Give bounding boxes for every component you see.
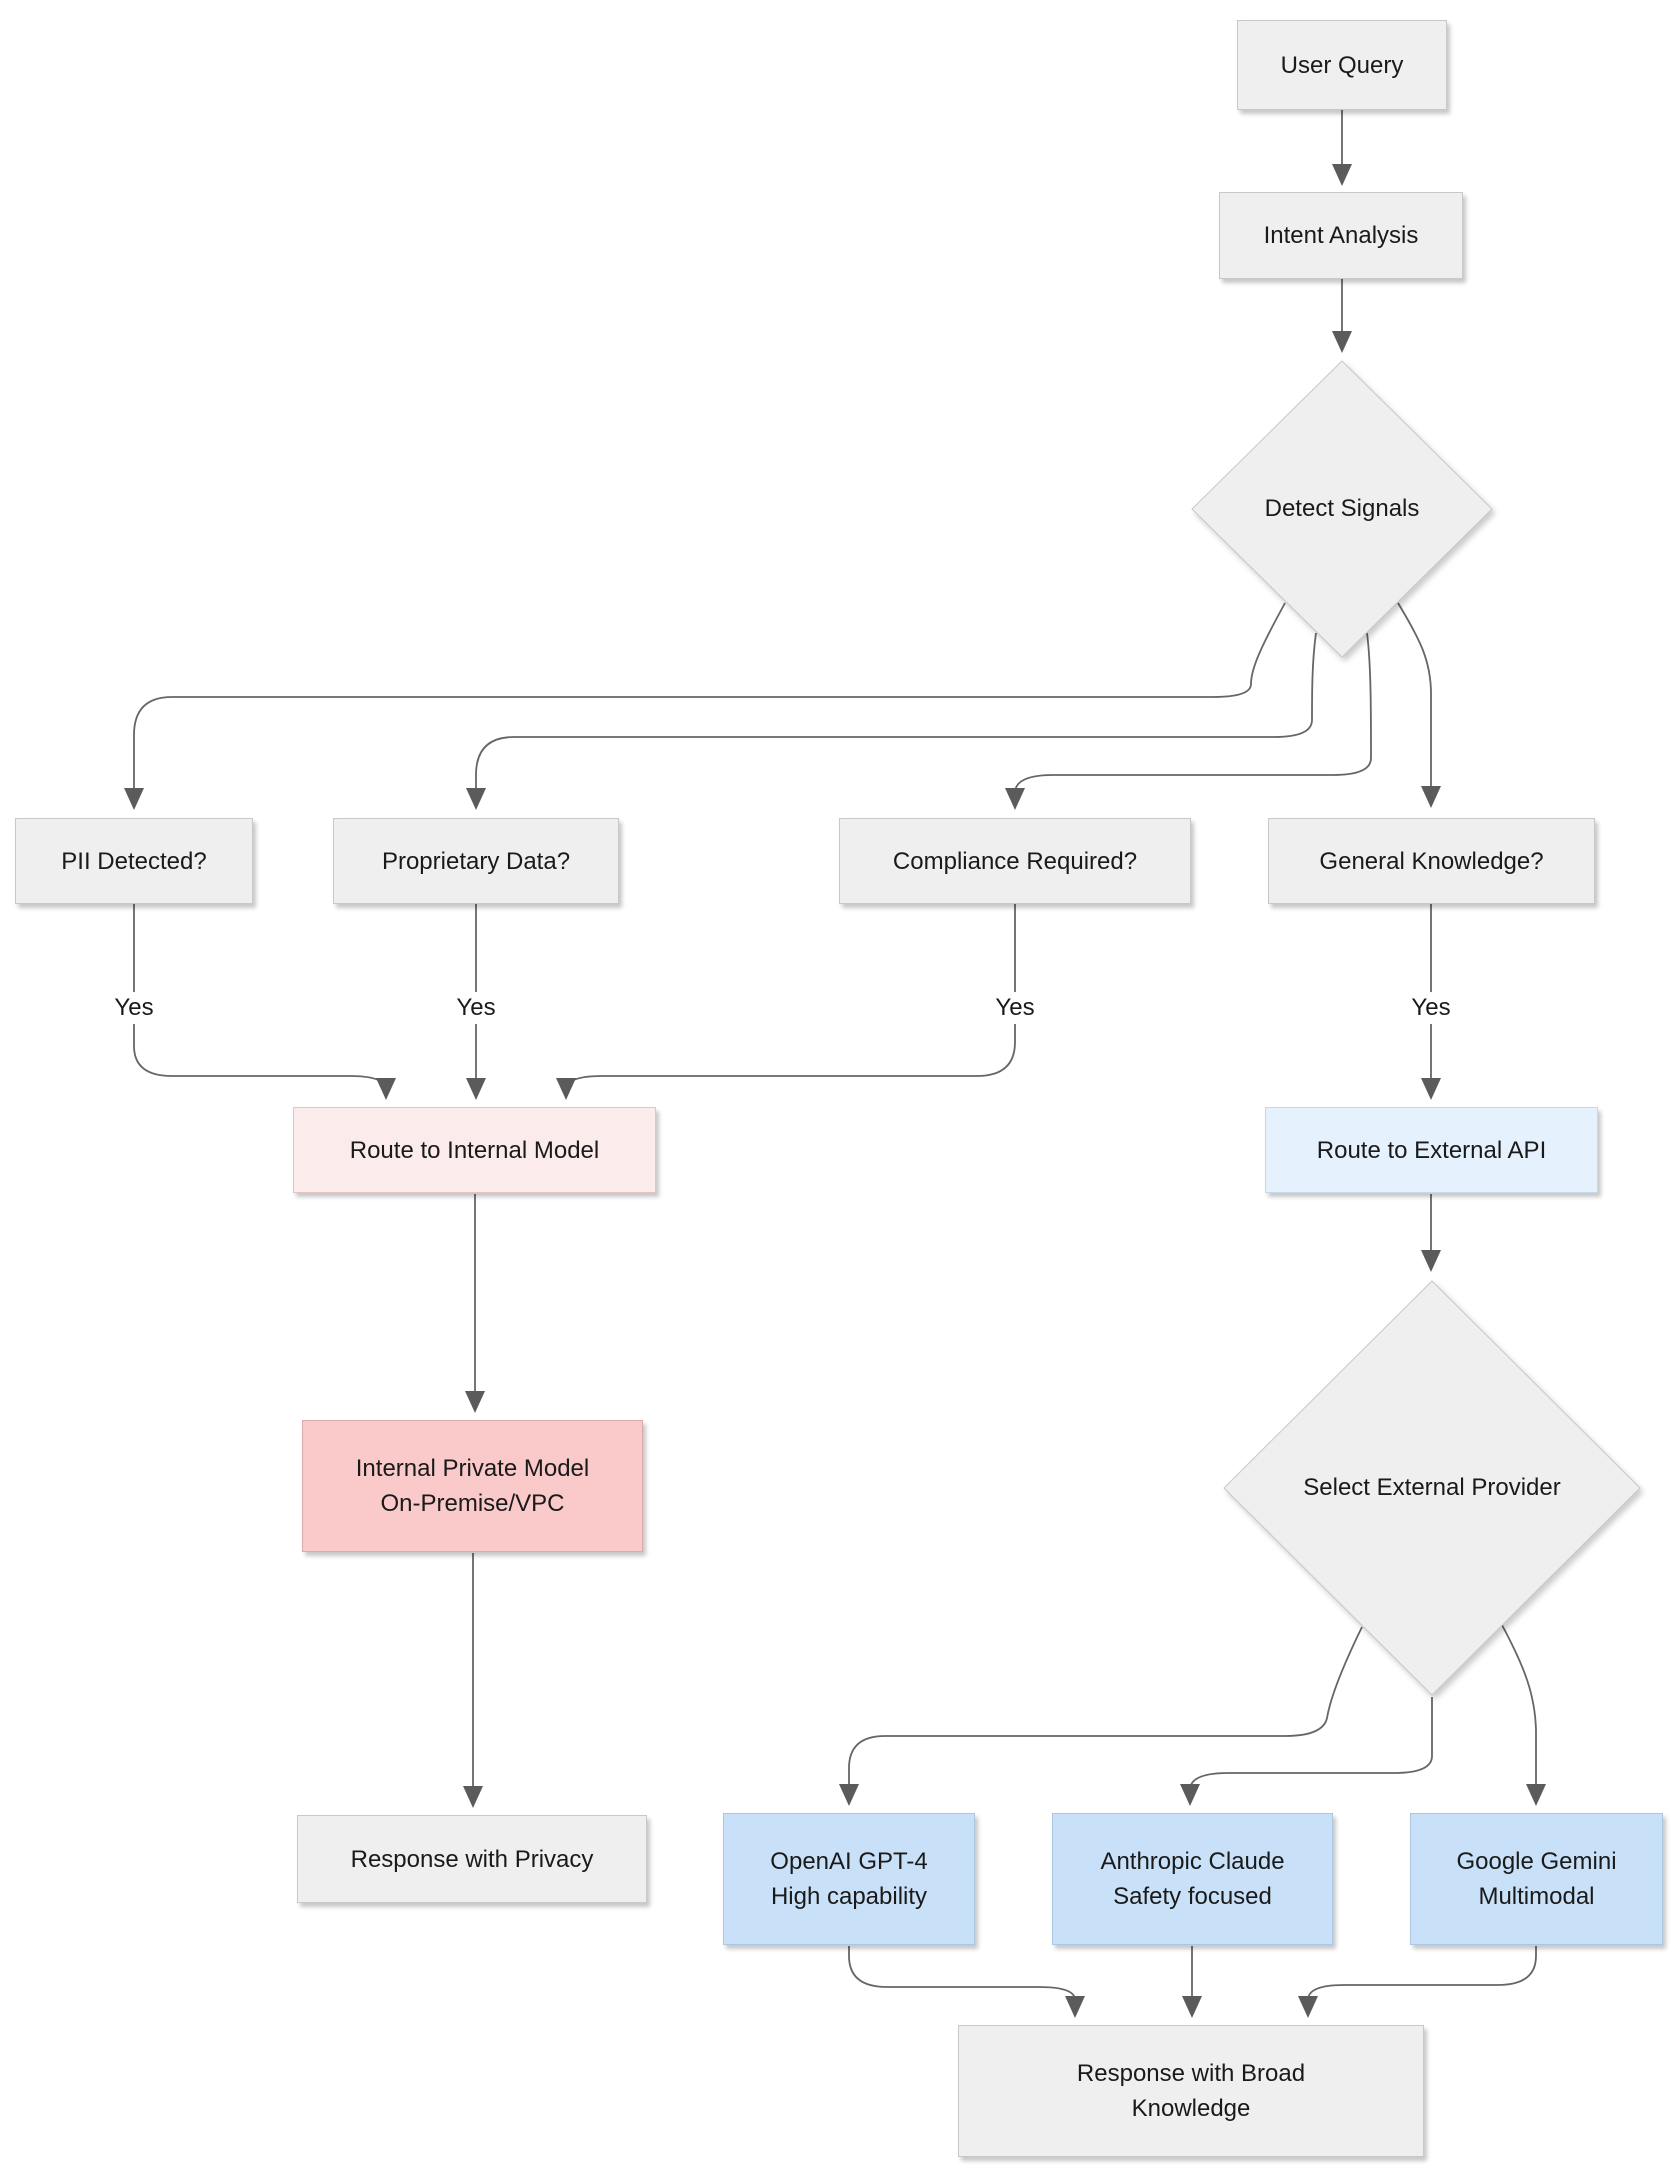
edge-select-to-openai xyxy=(839,1626,1363,1806)
node-openai-gpt4-line2: High capability xyxy=(770,1883,928,1910)
node-response-broad-line1: Response with Broad xyxy=(1076,2060,1306,2087)
node-google-gemini: Google Gemini Multimodal xyxy=(1410,1813,1663,1945)
node-route-external: Route to External API xyxy=(1265,1107,1598,1193)
edge-select-to-gemini xyxy=(1501,1624,1546,1806)
edge-detect-to-general xyxy=(1397,602,1441,808)
node-google-gemini-line1: Google Gemini xyxy=(1456,1848,1617,1875)
detect-signals-diamond-shape xyxy=(1191,360,1493,658)
node-general-knowledge: General Knowledge? xyxy=(1268,818,1595,904)
node-proprietary-data-label: Proprietary Data? xyxy=(381,847,571,875)
node-openai-gpt4-line1: OpenAI GPT-4 xyxy=(770,1848,928,1875)
node-response-privacy-label: Response with Privacy xyxy=(350,1845,594,1873)
node-response-privacy: Response with Privacy xyxy=(297,1815,647,1903)
edge-compliance-yes-to-route-internal xyxy=(556,904,1016,1100)
node-route-internal: Route to Internal Model xyxy=(293,1107,656,1193)
node-anthropic-claude-line2: Safety focused xyxy=(1113,1883,1272,1910)
edge-detect-to-compliance xyxy=(1005,632,1372,810)
node-response-broad: Response with Broad Knowledge xyxy=(958,2025,1424,2157)
select-provider-diamond-shape xyxy=(1223,1280,1641,1696)
node-select-external-provider-label: Select External Provider xyxy=(1303,1474,1561,1501)
edge-label-yes-pii: Yes xyxy=(106,992,162,1024)
edge-detect-to-proprietary xyxy=(466,632,1317,810)
node-intent-analysis: Intent Analysis xyxy=(1219,192,1463,279)
node-anthropic-claude: Anthropic Claude Safety focused xyxy=(1052,1813,1333,1945)
node-internal-private-model-line1: Internal Private Model xyxy=(355,1455,590,1482)
edge-detect-to-pii xyxy=(124,602,1286,810)
edge-pii-yes-to-route-internal xyxy=(133,904,396,1100)
node-compliance-required: Compliance Required? xyxy=(839,818,1191,904)
node-detect-signals-label: Detect Signals xyxy=(1264,495,1420,522)
node-anthropic-claude-line1: Anthropic Claude xyxy=(1100,1848,1285,1875)
edge-openai-to-response-broad xyxy=(848,1946,1085,2018)
node-pii-detected-label: PII Detected? xyxy=(61,847,207,875)
node-internal-private-model-line2: On-Premise/VPC xyxy=(380,1490,565,1517)
edge-gemini-to-response-broad xyxy=(1298,1946,1537,2018)
node-internal-private-model: Internal Private Model On-Premise/VPC xyxy=(302,1420,643,1552)
edge-select-to-anthropic xyxy=(1180,1697,1433,1806)
edge-label-yes-general: Yes xyxy=(1403,992,1459,1024)
node-route-internal-label: Route to Internal Model xyxy=(349,1136,600,1164)
node-user-query-label: User Query xyxy=(1280,51,1404,79)
edge-label-yes-proprietary: Yes xyxy=(448,992,504,1024)
node-google-gemini-line2: Multimodal xyxy=(1478,1883,1595,1910)
node-proprietary-data: Proprietary Data? xyxy=(333,818,619,904)
node-general-knowledge-label: General Knowledge? xyxy=(1319,847,1544,875)
node-detect-signals: Detect Signals xyxy=(1190,359,1494,659)
node-route-external-label: Route to External API xyxy=(1316,1136,1547,1164)
node-compliance-required-label: Compliance Required? xyxy=(892,847,1138,875)
node-intent-analysis-label: Intent Analysis xyxy=(1263,222,1419,249)
node-select-external-provider: Select External Provider xyxy=(1222,1279,1642,1697)
edge-label-yes-compliance: Yes xyxy=(987,992,1043,1024)
node-user-query: User Query xyxy=(1237,20,1447,110)
node-pii-detected: PII Detected? xyxy=(15,818,253,904)
node-openai-gpt4: OpenAI GPT-4 High capability xyxy=(723,1813,975,1945)
node-response-broad-line2: Knowledge xyxy=(1131,2095,1251,2122)
